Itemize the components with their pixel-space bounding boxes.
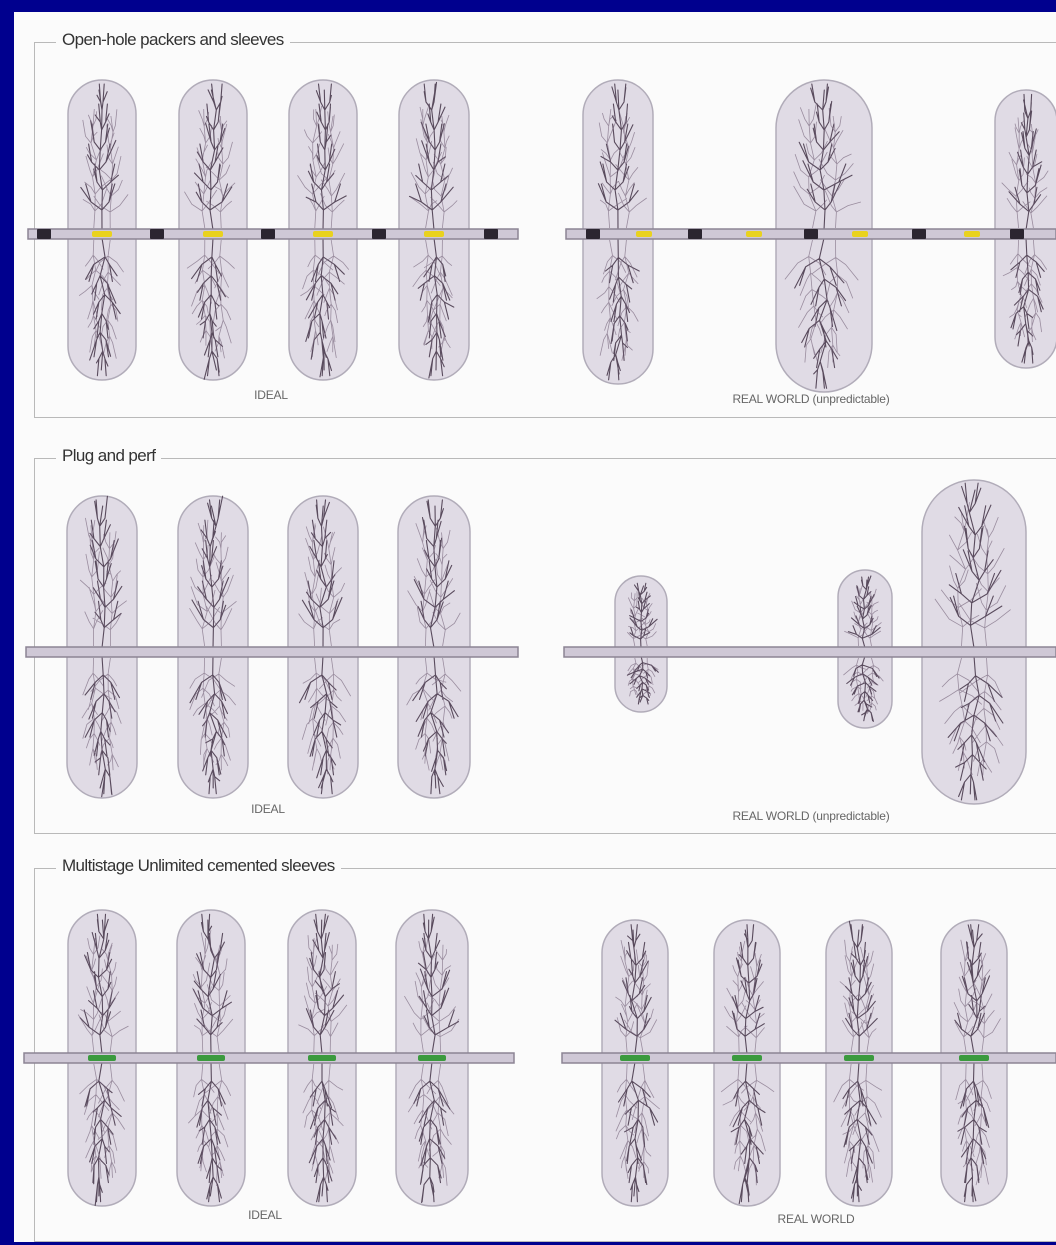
yellow-sleeve-icon: [852, 231, 868, 237]
packer-icon: [150, 229, 164, 239]
real-world-caption: REAL WORLD (unpredictable): [732, 392, 889, 406]
fracture-cluster: [922, 480, 1026, 804]
packer-icon: [804, 229, 818, 239]
fracture-cluster: [615, 576, 667, 712]
real-world-caption: REAL WORLD (unpredictable): [732, 809, 889, 823]
green-sleeve-icon: [308, 1055, 336, 1061]
yellow-sleeve-icon: [313, 231, 333, 237]
green-sleeve-icon: [732, 1055, 762, 1061]
well-diagram-open-hole: [14, 28, 1056, 418]
yellow-sleeve-icon: [964, 231, 980, 237]
real-world-caption: REAL WORLD: [778, 1212, 855, 1226]
well-diagram-cemented-sleeves: [14, 854, 1056, 1242]
packer-icon: [688, 229, 702, 239]
diagram-panel: Open-hole packers and sleeves IDEAL REAL…: [14, 12, 1056, 1242]
packer-icon: [261, 229, 275, 239]
ideal-caption: IDEAL: [248, 1208, 282, 1222]
well-diagram-plug-and-perf: [14, 444, 1056, 834]
green-sleeve-icon: [959, 1055, 989, 1061]
section-cemented-sleeves: Multistage Unlimited cemented sleeves ID…: [14, 854, 1056, 1242]
packer-icon: [37, 229, 51, 239]
packer-icon: [912, 229, 926, 239]
yellow-sleeve-icon: [636, 231, 652, 237]
yellow-sleeve-icon: [424, 231, 444, 237]
green-sleeve-icon: [844, 1055, 874, 1061]
ideal-caption: IDEAL: [251, 802, 285, 816]
packer-icon: [1010, 229, 1024, 239]
wellbore-pipe: [26, 647, 518, 657]
green-sleeve-icon: [197, 1055, 225, 1061]
green-sleeve-icon: [88, 1055, 116, 1061]
green-sleeve-icon: [620, 1055, 650, 1061]
green-sleeve-icon: [418, 1055, 446, 1061]
packer-icon: [372, 229, 386, 239]
packer-icon: [484, 229, 498, 239]
ideal-caption: IDEAL: [254, 388, 288, 402]
wellbore-pipe: [564, 647, 1056, 657]
yellow-sleeve-icon: [92, 231, 112, 237]
section-plug-and-perf: Plug and perf IDEAL REAL WORLD (unpredic…: [14, 444, 1056, 834]
section-open-hole: Open-hole packers and sleeves IDEAL REAL…: [14, 28, 1056, 418]
packer-icon: [586, 229, 600, 239]
yellow-sleeve-icon: [203, 231, 223, 237]
yellow-sleeve-icon: [746, 231, 762, 237]
